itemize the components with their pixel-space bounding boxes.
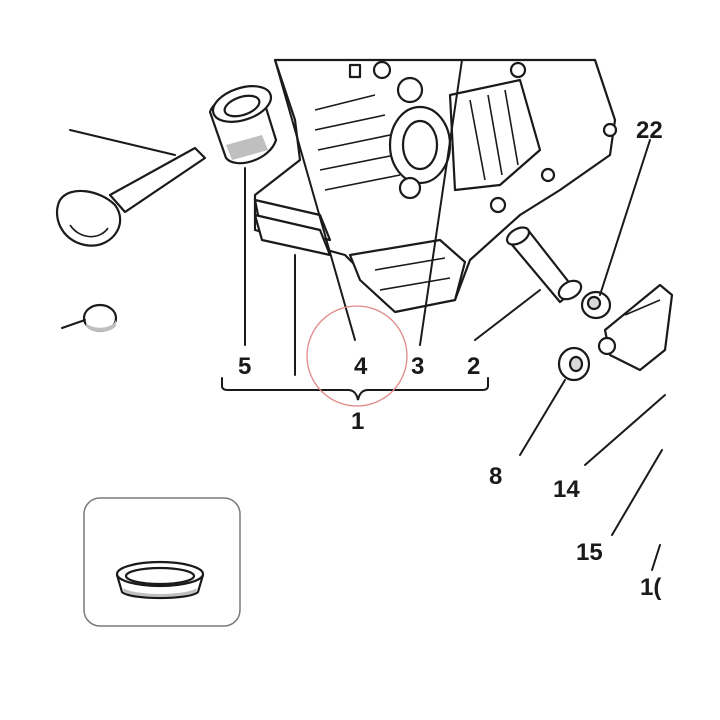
seal-cup-detail: [115, 560, 205, 600]
callout-1: 1: [351, 408, 364, 435]
plug: [82, 303, 118, 333]
callout-4: 4: [354, 353, 368, 380]
nozzle-leader-line: [474, 289, 541, 341]
washer-8-leader-line: [519, 379, 566, 456]
part-15-leader-line: [611, 449, 663, 536]
callout-2: 2: [467, 353, 480, 380]
assembly-brace: [221, 377, 489, 401]
part-14-leader-line: [584, 394, 666, 466]
nozzle: [505, 226, 583, 304]
part-10-leader-line: [651, 544, 661, 571]
valve-leader-line: [69, 129, 176, 156]
washer-22-leader-line: [599, 139, 651, 296]
callout-5: 5: [238, 353, 251, 380]
rocker-arm: [597, 283, 674, 372]
inset-detail-box: [83, 497, 241, 627]
washer-22: [580, 290, 612, 320]
part-4-leader-line: [274, 59, 356, 341]
cylinder-head: [253, 58, 618, 314]
callout-8: 8: [489, 463, 502, 490]
valve: [55, 146, 207, 247]
callout-22: 22: [636, 117, 663, 144]
callout-10: 1(: [640, 574, 661, 601]
plug-leader-line: [61, 319, 86, 329]
callout-3: 3: [411, 353, 424, 380]
valve-guide-bushing: [208, 85, 278, 165]
focus-highlight-ring: [306, 305, 408, 407]
part-3-leader-line: [419, 59, 463, 346]
callout-15: 15: [576, 539, 603, 566]
washer-8: [557, 346, 591, 382]
callout-14: 14: [553, 476, 580, 503]
